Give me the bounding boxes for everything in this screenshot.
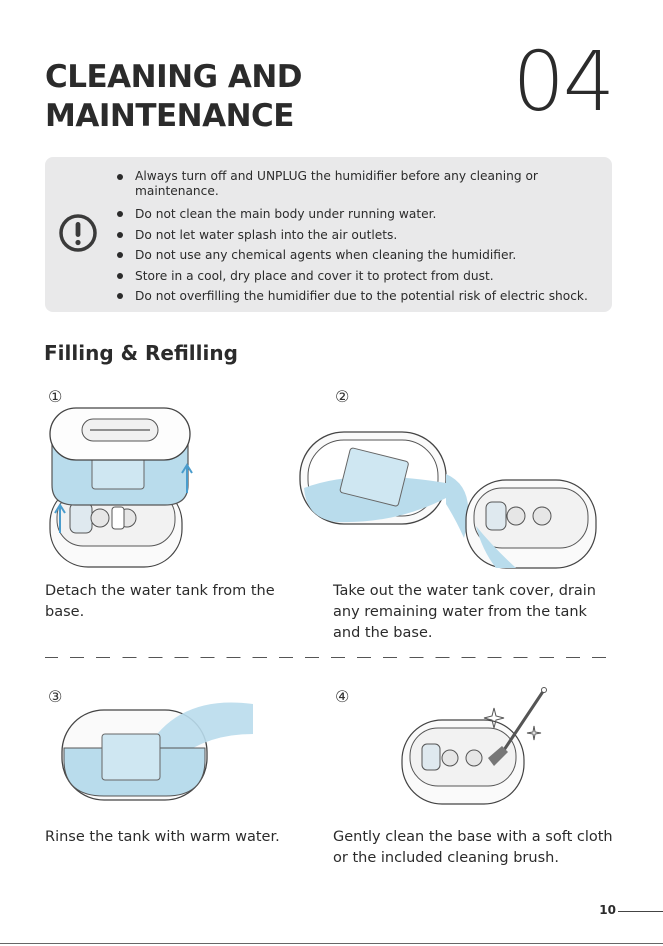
warning-item: Do not clean the main body under running…	[115, 204, 605, 225]
step-1-illustration	[49, 407, 193, 568]
section-divider	[45, 657, 613, 658]
step-4-caption: Gently clean the base with a soft cloth …	[333, 829, 613, 866]
step-3-illustration	[61, 702, 253, 801]
step-3-caption: Rinse the tank with warm water.	[45, 829, 280, 845]
step-1-caption: Detach the water tank from the base.	[45, 583, 275, 620]
page-number: 10	[599, 903, 616, 917]
exclamation-circle-icon	[59, 214, 97, 252]
warning-item: Do not overfilling the humidifier due to…	[115, 286, 605, 307]
step-2-caption: Take out the water tank cover, drain any…	[333, 583, 596, 641]
step-3-number: ③	[48, 687, 63, 706]
step-2-illustration	[299, 431, 597, 569]
step-4-illustration	[401, 687, 547, 805]
chapter-number: 04	[512, 35, 615, 130]
warning-list: Always turn off and UNPLUG the humidifie…	[115, 169, 605, 307]
page-number-rule	[618, 911, 663, 912]
warning-item: Always turn off and UNPLUG the humidifie…	[115, 169, 605, 199]
page-title: CLEANING AND MAINTENANCE	[45, 58, 303, 136]
section-title: Filling & Refilling	[44, 341, 238, 365]
title-line-2: MAINTENANCE	[45, 98, 294, 134]
step-2-number: ②	[335, 387, 350, 406]
warning-panel: Always turn off and UNPLUG the humidifie…	[45, 157, 612, 312]
bottom-rule	[0, 943, 663, 944]
warning-item: Store in a cool, dry place and cover it …	[115, 266, 605, 287]
warning-item: Do not use any chemical agents when clea…	[115, 245, 605, 266]
warning-item: Do not let water splash into the air out…	[115, 225, 605, 246]
step-1-number: ①	[48, 387, 63, 406]
title-line-1: CLEANING AND	[45, 59, 303, 95]
step-4-number: ④	[335, 687, 350, 706]
